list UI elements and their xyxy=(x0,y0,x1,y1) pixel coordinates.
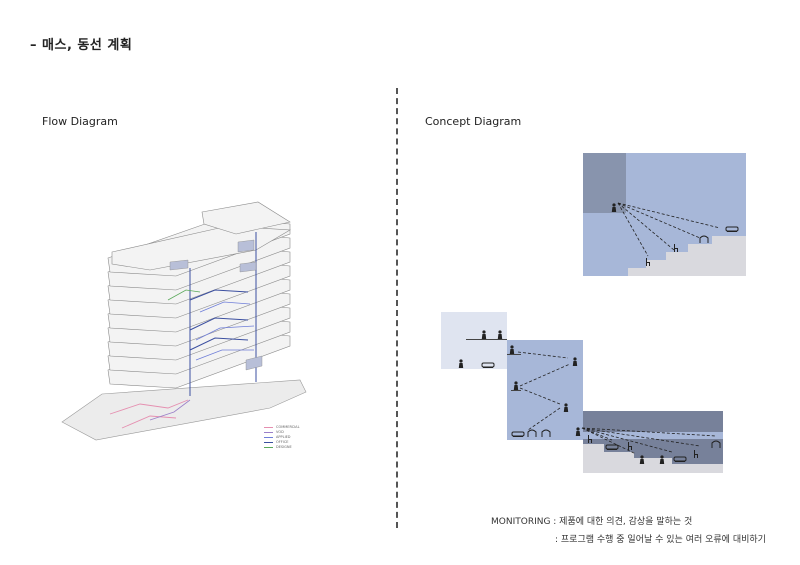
stairs-top xyxy=(628,236,746,276)
section-divider xyxy=(396,88,398,528)
page-heading: – 매스, 동선 계획 xyxy=(30,38,133,53)
circulation-applied xyxy=(195,301,255,361)
legend-label-vod: VOD xyxy=(276,430,284,434)
sightlines-top xyxy=(617,202,721,257)
legend-label-applied: APPLIED xyxy=(276,435,291,439)
monitoring-line-2: : 프로그램 수행 중 일어날 수 있는 여러 오류에 대비하기 xyxy=(555,535,766,545)
legend-swatch-office xyxy=(264,442,273,444)
sightlines-bottom xyxy=(581,427,717,455)
sightlines-mid xyxy=(517,351,571,431)
ground-slab xyxy=(61,379,307,441)
legend-label-designe: DESIGNE xyxy=(276,445,292,449)
concept-block-top xyxy=(583,153,746,276)
core-areas xyxy=(169,239,263,371)
concept-block-bottom xyxy=(575,411,723,473)
circulation-office xyxy=(189,232,257,396)
legend-swatch-vod xyxy=(264,432,273,434)
flow-diagram-title: Flow Diagram xyxy=(42,115,118,128)
legend-swatch-applied xyxy=(264,437,273,439)
circulation-designe xyxy=(167,289,201,301)
concept-diagram-title: Concept Diagram xyxy=(425,115,522,128)
legend-swatch-commercial xyxy=(264,427,273,429)
concept-block-pale xyxy=(441,312,507,369)
floor-slabs xyxy=(107,201,291,389)
monitoring-line-1: MONITORING : 제품에 대한 의견, 감상을 말하는 것 xyxy=(491,517,693,527)
stairs-bottom xyxy=(583,444,723,473)
legend-label-office: OFFICE xyxy=(276,440,289,444)
circulation-vod xyxy=(149,399,191,421)
circulation-commercial xyxy=(109,399,189,429)
legend-label-commercial: COMMERCIAL xyxy=(276,425,300,429)
flow-diagram xyxy=(61,201,307,441)
concept-block-mid xyxy=(507,340,583,440)
legend-swatch-designe xyxy=(264,447,273,449)
